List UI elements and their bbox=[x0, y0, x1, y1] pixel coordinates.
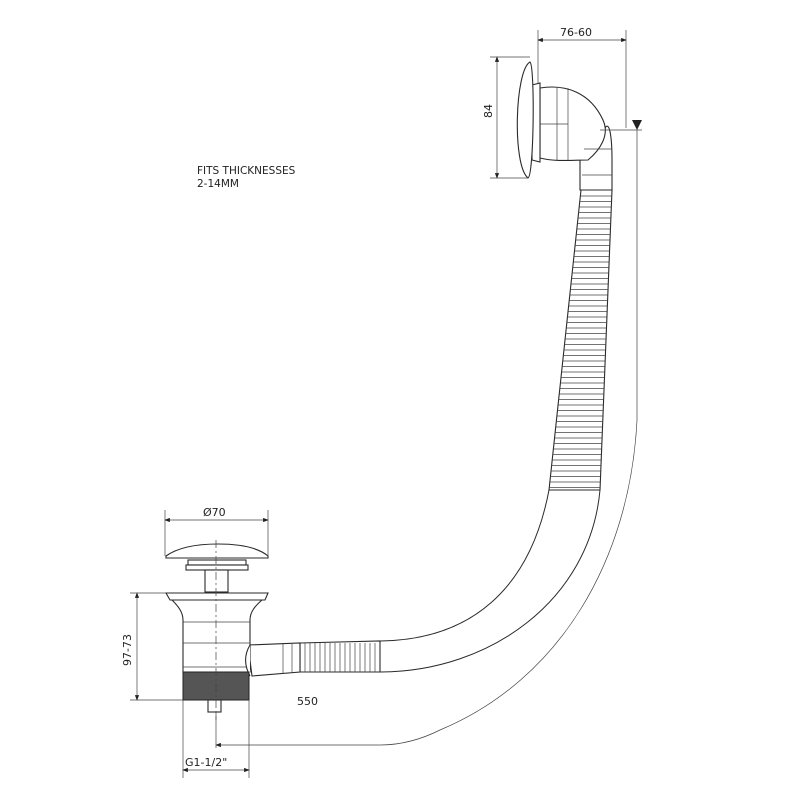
hose-connector bbox=[247, 642, 301, 677]
dimension-lines bbox=[130, 30, 642, 778]
corrugated-hose-vertical bbox=[548, 189, 613, 491]
hose-bend bbox=[379, 489, 601, 673]
waste-assembly bbox=[165, 540, 269, 720]
note-line-2: 2-14MM bbox=[197, 178, 239, 190]
corrugated-hose-horizontal bbox=[299, 640, 381, 673]
overflow-assembly bbox=[516, 61, 613, 191]
dim-76-60: 76-60 bbox=[560, 26, 592, 39]
dim-97-73: 97-73 bbox=[121, 634, 134, 666]
thickness-note: FITS THICKNESSES 2-14MM bbox=[197, 165, 295, 191]
dim-550: 550 bbox=[297, 695, 318, 708]
dim-diameter-70: Ø70 bbox=[203, 506, 226, 519]
dim-84: 84 bbox=[482, 104, 495, 118]
note-line-1: FITS THICKNESSES bbox=[197, 165, 296, 177]
dim-thread: G1-1/2" bbox=[185, 756, 227, 769]
